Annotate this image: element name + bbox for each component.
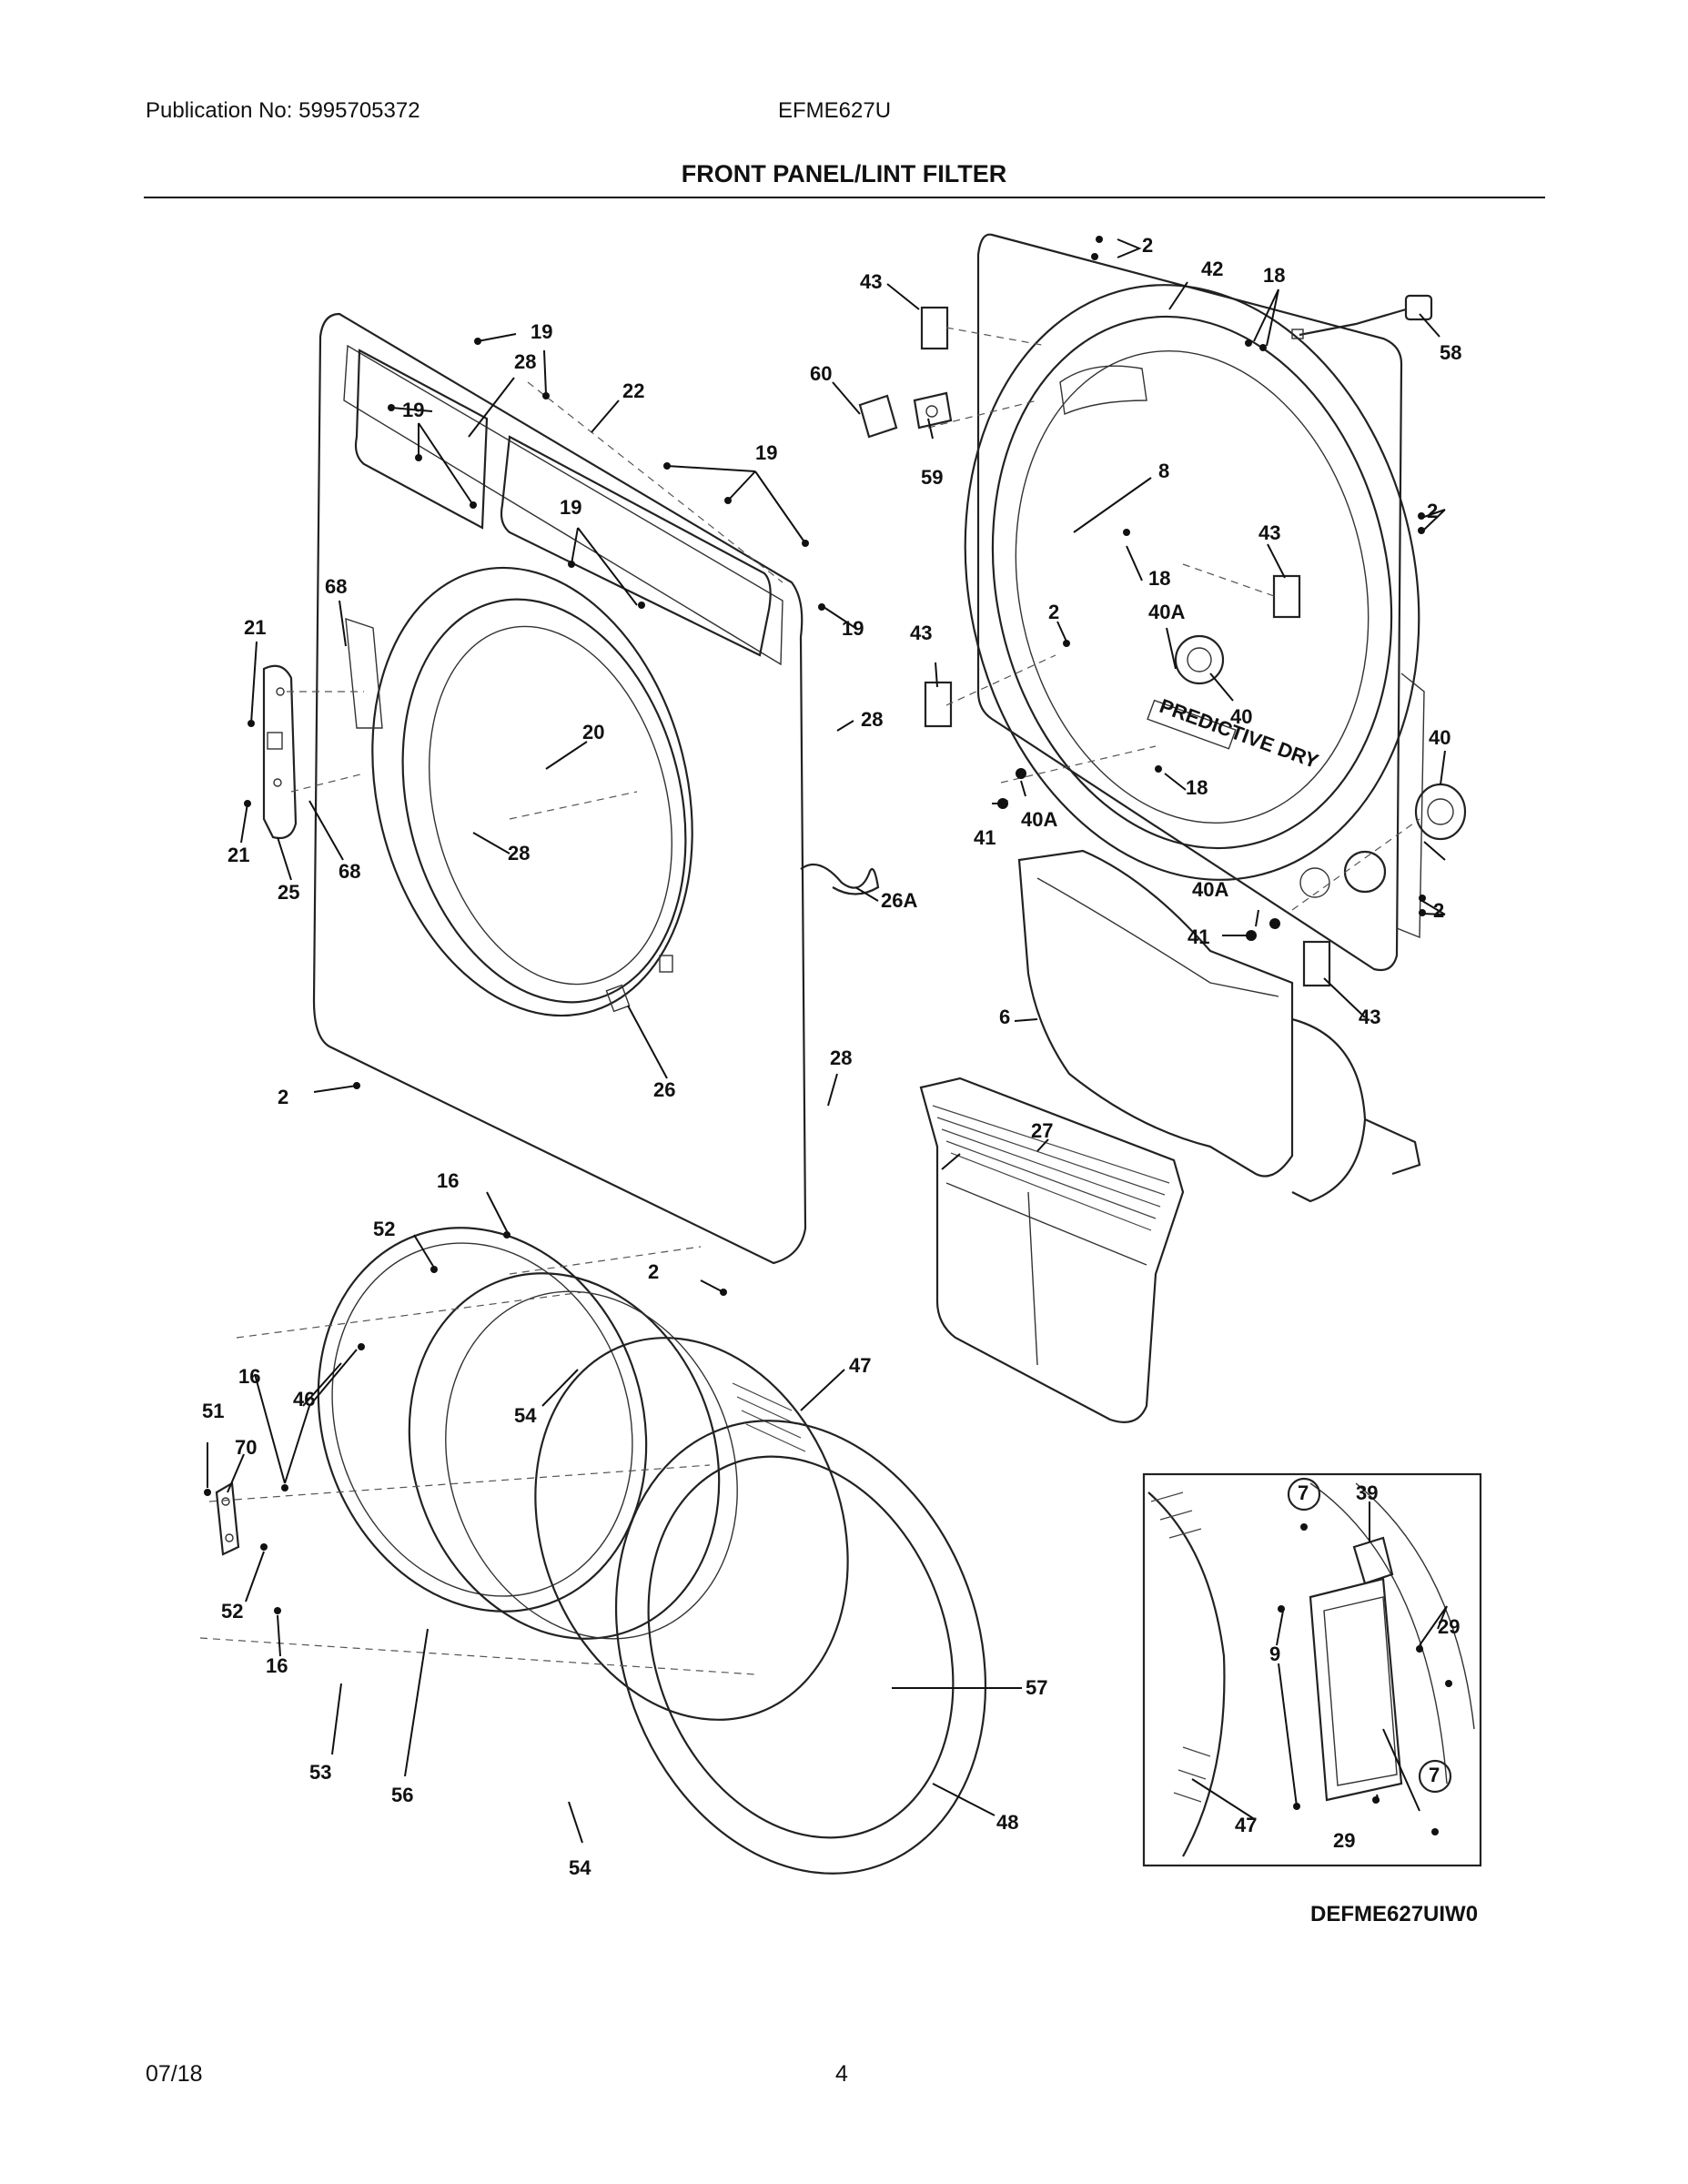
callout-2: 2 <box>1142 234 1153 257</box>
callout-42: 42 <box>1201 258 1223 280</box>
callout-22: 22 <box>622 379 644 402</box>
callout-28: 28 <box>861 708 883 731</box>
callout-18: 18 <box>1148 567 1170 590</box>
callout-16: 16 <box>266 1654 288 1677</box>
callout-21: 21 <box>244 616 266 639</box>
callout-29: 29 <box>1333 1829 1355 1852</box>
model-number: EFME627U <box>778 98 892 123</box>
door-switch <box>858 391 953 439</box>
callout-16: 16 <box>238 1365 260 1388</box>
leader-lines <box>207 238 1448 1844</box>
assembly-lines <box>199 327 1420 1675</box>
callout-47: 47 <box>849 1354 871 1377</box>
thermistor-harness <box>1291 294 1433 339</box>
callout-21: 21 <box>227 844 249 866</box>
callout-53: 53 <box>309 1761 331 1784</box>
callout-2: 2 <box>1427 500 1438 522</box>
callout-25: 25 <box>278 881 299 904</box>
callout-57: 57 <box>1026 1676 1047 1699</box>
callout-48: 48 <box>996 1811 1018 1834</box>
callout-54: 54 <box>514 1404 537 1427</box>
callout-40a: 40A <box>1192 878 1228 901</box>
callout-58: 58 <box>1440 341 1461 364</box>
callout-43: 43 <box>910 622 932 644</box>
callout-16: 16 <box>437 1169 459 1192</box>
lint-duct <box>1017 849 1421 1203</box>
callout-60: 60 <box>810 362 832 385</box>
callout-39: 39 <box>1356 1481 1378 1504</box>
header-divider <box>144 197 1545 198</box>
publication-date: 07/18 <box>146 2061 203 2087</box>
callout-2: 2 <box>1433 899 1444 922</box>
callout-40: 40 <box>1230 705 1252 728</box>
callout-9: 9 <box>1269 1643 1280 1665</box>
callout-47: 47 <box>1235 1814 1257 1836</box>
callout-52: 52 <box>373 1218 395 1240</box>
front-panel <box>312 312 807 1265</box>
callout-2: 2 <box>1048 601 1059 623</box>
callout-41: 41 <box>974 826 996 849</box>
callout-52: 52 <box>221 1600 243 1623</box>
callout-26: 26 <box>653 1078 675 1101</box>
fasteners <box>204 236 1452 1835</box>
hinge-detail-inset <box>1142 1472 1482 1867</box>
callout-56: 56 <box>391 1784 413 1806</box>
hinge-brackets <box>920 306 1331 987</box>
callout-28: 28 <box>508 842 530 864</box>
callout-19: 19 <box>755 441 777 464</box>
publication-number: Publication No: 5995705372 <box>146 98 420 123</box>
callout-7: 7 <box>1429 1764 1440 1786</box>
lint-filter <box>919 1077 1185 1423</box>
callout-68: 68 <box>339 860 360 883</box>
wire-harness <box>800 863 880 895</box>
drawing-code: DEFME627UIW0 <box>1310 1902 1479 1926</box>
callout-70: 70 <box>235 1436 257 1459</box>
moisture-sensor <box>1414 783 1467 841</box>
callout-27: 27 <box>1031 1119 1053 1142</box>
callout-19: 19 <box>402 399 424 421</box>
callout-19: 19 <box>531 320 552 343</box>
callout-28: 28 <box>830 1046 852 1069</box>
callout-43: 43 <box>1359 1006 1380 1028</box>
callout-43: 43 <box>860 270 882 293</box>
callout-41: 41 <box>1188 925 1209 948</box>
callout-2: 2 <box>648 1260 659 1283</box>
callout-labels: 2 2 2 2 2 2 6 7 7 8 9 16 16 16 18 18 18 … <box>202 234 1461 1879</box>
callout-40: 40 <box>1429 726 1450 749</box>
callout-51: 51 <box>202 1400 224 1422</box>
callout-26a: 26A <box>881 889 917 912</box>
callout-7: 7 <box>1298 1481 1309 1504</box>
callout-6: 6 <box>999 1006 1010 1028</box>
callout-43: 43 <box>1258 521 1280 544</box>
front-bulkhead <box>964 233 1425 972</box>
callout-19: 19 <box>842 617 864 640</box>
callout-20: 20 <box>582 721 604 743</box>
callout-8: 8 <box>1158 460 1169 482</box>
callout-40a: 40A <box>1148 601 1185 623</box>
circle-markers <box>1287 1477 1452 1794</box>
callout-40a: 40A <box>1021 808 1057 831</box>
callout-18: 18 <box>1186 776 1208 799</box>
callout-2: 2 <box>278 1086 288 1108</box>
callout-68: 68 <box>325 575 347 598</box>
callout-29: 29 <box>1438 1615 1460 1638</box>
callout-18: 18 <box>1263 264 1285 287</box>
door-assembly <box>317 1227 987 1875</box>
door-hinge <box>215 1481 240 1556</box>
control-bracket <box>262 664 298 840</box>
page-title: FRONT PANEL/LINT FILTER <box>681 160 1007 187</box>
callout-28: 28 <box>514 350 536 373</box>
callout-59: 59 <box>921 466 943 489</box>
callout-46: 46 <box>293 1388 315 1410</box>
callout-54: 54 <box>569 1856 591 1879</box>
page-number: 4 <box>835 2061 848 2087</box>
callout-19: 19 <box>560 496 581 519</box>
